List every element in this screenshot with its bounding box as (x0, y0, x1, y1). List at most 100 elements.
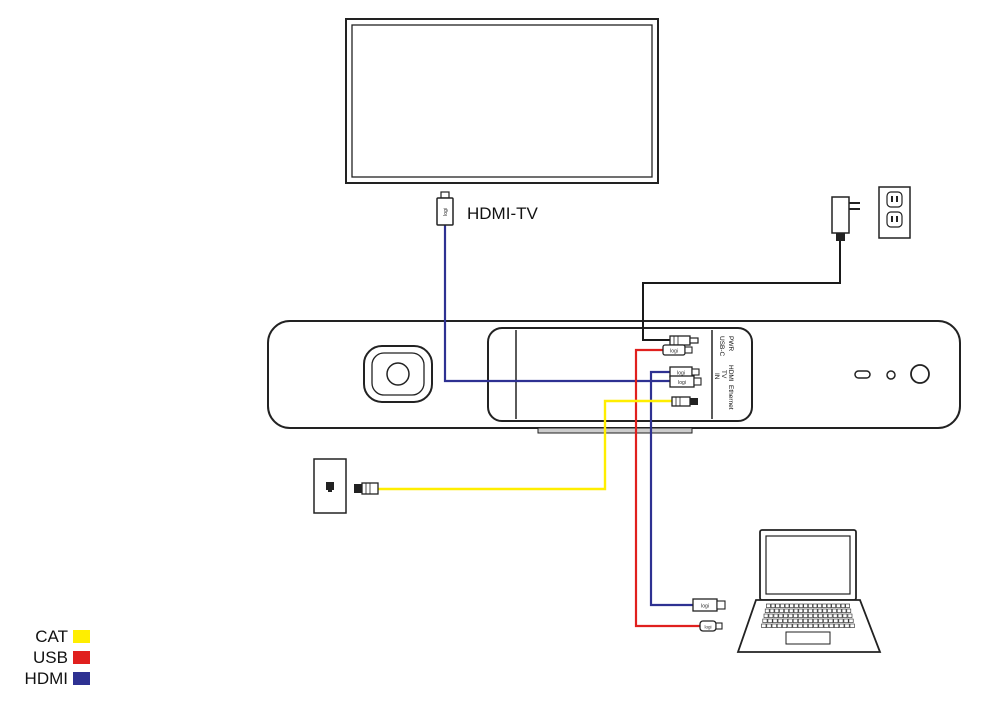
laptop-key (771, 623, 777, 628)
laptop-key (823, 618, 829, 623)
status-led (854, 370, 871, 379)
laptop-key (777, 618, 783, 623)
ethernet-plug-icon (354, 482, 379, 495)
laptop-key (774, 608, 780, 613)
laptop-key (833, 618, 839, 623)
legend-row-hdmi: HDMI (0, 668, 90, 689)
legend-label: USB (33, 648, 68, 667)
laptop-key (798, 608, 804, 613)
laptop-key (766, 623, 772, 628)
usb-cable-laptop (634, 348, 700, 628)
hdmi-tv-port-connector-icon: logi (669, 375, 702, 388)
laptop-key (782, 623, 788, 628)
laptop-key (792, 623, 798, 628)
laptop-key (769, 608, 775, 613)
laptop-key (782, 618, 788, 623)
legend-label: CAT (35, 627, 68, 646)
svg-text:logi: logi (701, 604, 709, 610)
laptop-key (843, 618, 849, 623)
laptop-key (803, 603, 808, 608)
laptop-key (828, 623, 834, 628)
laptop-key (778, 613, 784, 618)
hdmi-cable-laptop (649, 370, 693, 607)
laptop-key (797, 623, 803, 628)
legend-row-cat: CAT (0, 626, 90, 647)
hdmi-tv-connector-icon: logi (436, 191, 454, 226)
laptop-key (793, 608, 799, 613)
laptop-key (766, 603, 771, 608)
laptop-key (848, 618, 854, 623)
laptop-key (787, 623, 793, 628)
legend: CAT USB HDMI (0, 626, 90, 689)
legend-row-usb: USB (0, 647, 90, 668)
port-label-ethernet: Ethernet (727, 385, 734, 410)
laptop-key (772, 618, 778, 623)
camera-lens (363, 345, 433, 403)
laptop-key (773, 613, 779, 618)
laptop-key (770, 603, 776, 608)
port-labels: PWR USB-C HDMI TV IN Ethernet (713, 336, 734, 410)
laptop-key (776, 623, 782, 628)
laptop-key (784, 608, 789, 613)
legend-label: HDMI (24, 669, 68, 688)
legend-swatch-hdmi (73, 672, 90, 685)
laptop-key (764, 608, 770, 613)
laptop-key (827, 608, 832, 613)
laptop-key (832, 608, 837, 613)
tv-display (345, 18, 659, 184)
laptop-key (788, 613, 794, 618)
legend-swatch-usb (73, 651, 90, 664)
laptop-key (842, 613, 848, 618)
laptop-key (812, 613, 818, 618)
laptop-key (768, 613, 774, 618)
indicator-dot (886, 370, 896, 380)
ethernet-wall-jack-icon (313, 458, 347, 514)
svg-text:logi: logi (670, 349, 678, 355)
legend-swatch-cat (73, 630, 90, 643)
usb-laptop-connector-icon: logi (699, 620, 723, 632)
laptop-key (803, 613, 808, 618)
laptop-key (798, 613, 803, 618)
hdmi-laptop-connector-icon: logi (692, 598, 726, 612)
laptop-key (808, 618, 814, 623)
laptop-key (780, 603, 785, 608)
hdmi-tv-label: HDMI-TV (467, 204, 538, 223)
laptop-key (818, 618, 824, 623)
svg-text:logi: logi (678, 380, 686, 386)
laptop-key (841, 608, 847, 613)
laptop-key (826, 603, 832, 608)
laptop-key (788, 608, 794, 613)
laptop-key (845, 603, 850, 608)
laptop-key (792, 618, 798, 623)
laptop-key (827, 613, 833, 618)
laptop-key (832, 613, 838, 618)
laptop-key (808, 608, 813, 613)
laptop-key (847, 613, 853, 618)
laptop-key (813, 618, 819, 623)
port-label-usbc: USB-C (718, 336, 725, 357)
laptop-key (762, 618, 768, 623)
laptop-key (823, 623, 829, 628)
laptop-key (822, 603, 827, 608)
laptop-key (817, 613, 823, 618)
laptop-key (817, 603, 822, 608)
laptop-key (808, 613, 813, 618)
hdmi-cable-tv (443, 225, 670, 383)
laptop-key (803, 608, 808, 613)
port-label-pwr: PWR (727, 336, 734, 351)
laptop-key (849, 623, 855, 628)
laptop-key (794, 603, 799, 608)
laptop-key (812, 603, 818, 608)
laptop-icon (736, 529, 882, 653)
power-cable (642, 241, 841, 341)
laptop-key (761, 623, 767, 628)
laptop-key (834, 623, 840, 628)
port-label-in: IN (713, 373, 720, 380)
video-bar-device (267, 320, 961, 434)
laptop-key (836, 603, 841, 608)
laptop-key (840, 603, 846, 608)
laptop-key (784, 603, 790, 608)
laptop-key (817, 608, 823, 613)
laptop-key (767, 618, 773, 623)
laptop-key (837, 613, 843, 618)
